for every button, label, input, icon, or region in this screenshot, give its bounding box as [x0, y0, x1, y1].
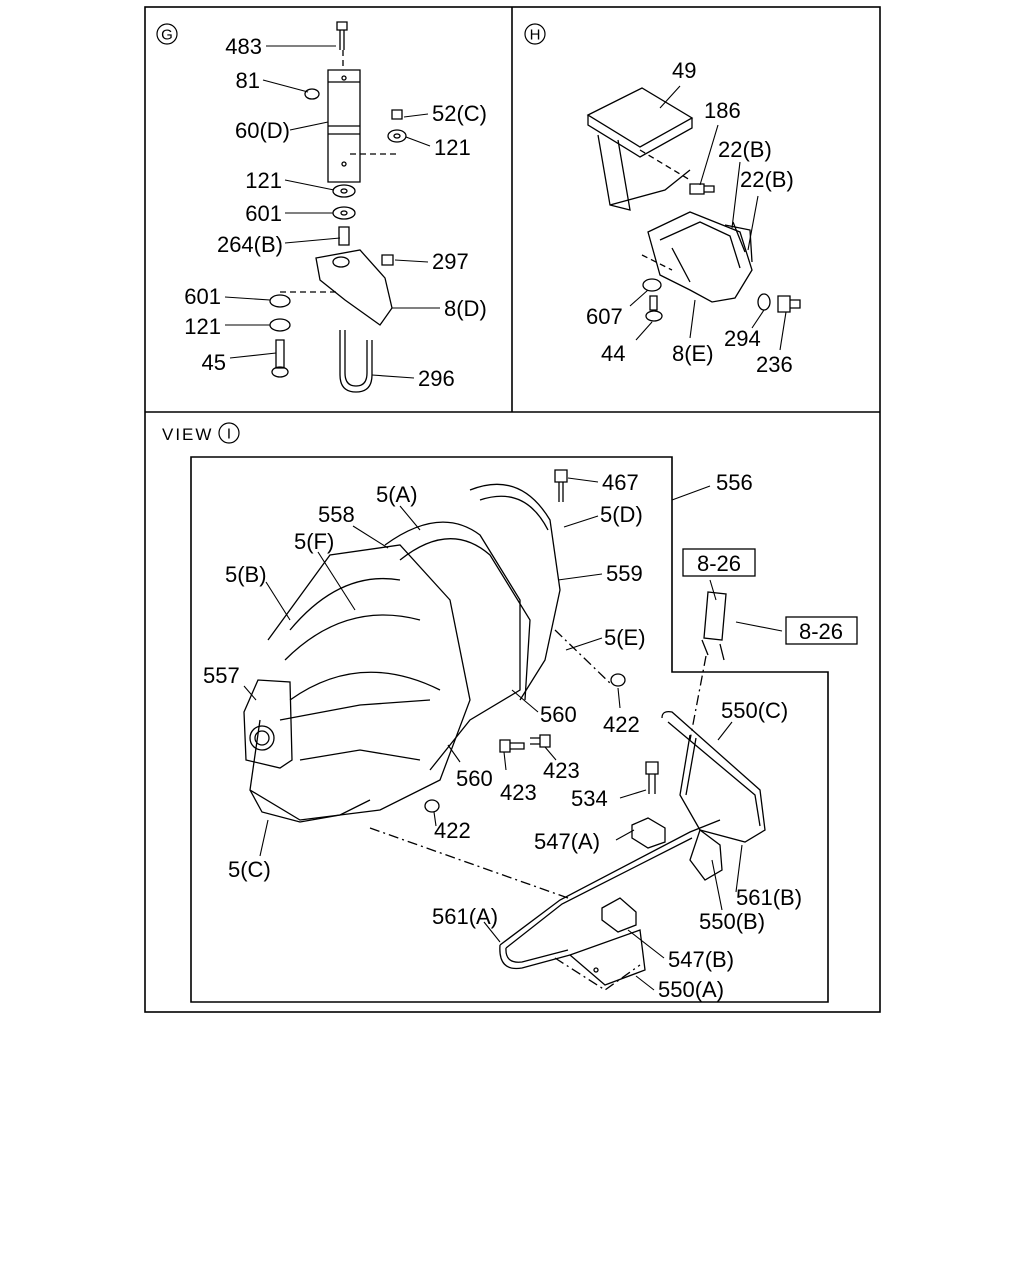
part-labels: 483 81 60(D) 52(C) 121 121 601 264(B) 29…: [184, 34, 843, 1002]
part-label: 550(C): [721, 698, 788, 723]
part-label: 8-26: [697, 551, 741, 576]
part-label: 121: [434, 135, 471, 160]
part-label: 422: [434, 818, 471, 843]
part-label: 8(E): [672, 341, 714, 366]
part-label: 534: [571, 786, 608, 811]
part-label: 121: [245, 168, 282, 193]
part-label: 467: [602, 470, 639, 495]
svg-text:H: H: [530, 27, 541, 44]
view-marker: I: [218, 422, 240, 444]
part-label: 547(A): [534, 829, 600, 854]
part-label: 45: [202, 350, 226, 375]
part-label: 557: [203, 663, 240, 688]
part-label: 607: [586, 304, 623, 329]
part-label: 422: [603, 712, 640, 737]
part-label: 294: [724, 326, 761, 351]
part-label: 5(C): [228, 857, 271, 882]
part-label: 5(A): [376, 482, 418, 507]
part-label: 561(A): [432, 904, 498, 929]
part-label: 22(B): [718, 137, 772, 162]
part-label: 561(B): [736, 885, 802, 910]
part-label: 5(F): [294, 529, 334, 554]
part-label: 550(B): [699, 909, 765, 934]
part-label: 81: [236, 68, 260, 93]
part-label: 8(D): [444, 296, 487, 321]
part-label: 296: [418, 366, 455, 391]
part-label: 22(B): [740, 167, 794, 192]
panel-g-marker: G: [156, 23, 178, 45]
view-label: VIEW: [162, 425, 213, 444]
part-label: 44: [601, 341, 625, 366]
svg-text:G: G: [161, 27, 173, 44]
part-label: 550(A): [658, 977, 724, 1002]
part-label: 556: [716, 470, 753, 495]
part-label: 560: [540, 702, 577, 727]
leader-lines: [224, 45, 787, 991]
part-label: 49: [672, 58, 696, 83]
part-label: 423: [500, 780, 537, 805]
part-label: 60(D): [235, 118, 290, 143]
part-label: 547(B): [668, 947, 734, 972]
part-label: 264(B): [217, 232, 283, 257]
part-label: 601: [184, 284, 221, 309]
part-label: 483: [225, 34, 262, 59]
ref-box-8-26-a: [682, 548, 756, 577]
part-label: 52(C): [432, 101, 487, 126]
part-label: 8-26: [799, 619, 843, 644]
view-i-drawing: [243, 469, 766, 991]
ref-box-8-26-b: [785, 616, 858, 645]
part-label: 560: [456, 766, 493, 791]
part-label: 297: [432, 249, 469, 274]
svg-text:I: I: [227, 426, 231, 443]
panel-g-drawing: [269, 21, 407, 393]
diagram-frame: [144, 6, 881, 1013]
part-label: 121: [184, 314, 221, 339]
part-label: 236: [756, 352, 793, 377]
part-label: 5(D): [600, 502, 643, 527]
part-label: 5(B): [225, 562, 267, 587]
panel-h-drawing: [586, 87, 801, 322]
panel-h-marker: H: [524, 23, 546, 45]
part-label: 558: [318, 502, 355, 527]
part-label: 186: [704, 98, 741, 123]
part-label: 559: [606, 561, 643, 586]
part-label: 423: [543, 758, 580, 783]
part-label: 601: [245, 201, 282, 226]
part-label: 5(E): [604, 625, 646, 650]
